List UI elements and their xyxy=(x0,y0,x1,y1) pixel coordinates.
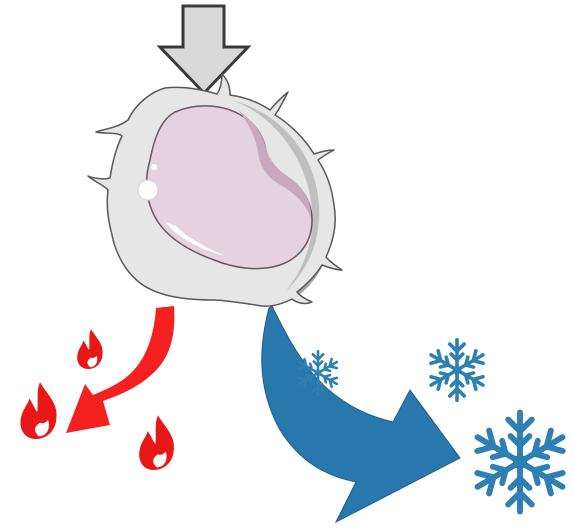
cell-icon xyxy=(87,73,343,307)
flame-icon xyxy=(20,382,57,439)
flame-icon xyxy=(77,329,103,369)
snowflake-icon xyxy=(431,340,483,400)
flame-icon xyxy=(139,415,175,470)
vesicle xyxy=(137,179,159,201)
nucleus-edge xyxy=(238,110,312,218)
down-arrow-icon xyxy=(156,4,252,96)
vesicle-small xyxy=(151,164,157,170)
membrane-shading xyxy=(232,100,320,292)
snowflake-icon xyxy=(477,412,562,511)
curved-arrow-left-icon xyxy=(66,306,175,433)
curved-arrow-right-icon xyxy=(261,305,461,524)
nucleus-highlight xyxy=(165,222,226,256)
